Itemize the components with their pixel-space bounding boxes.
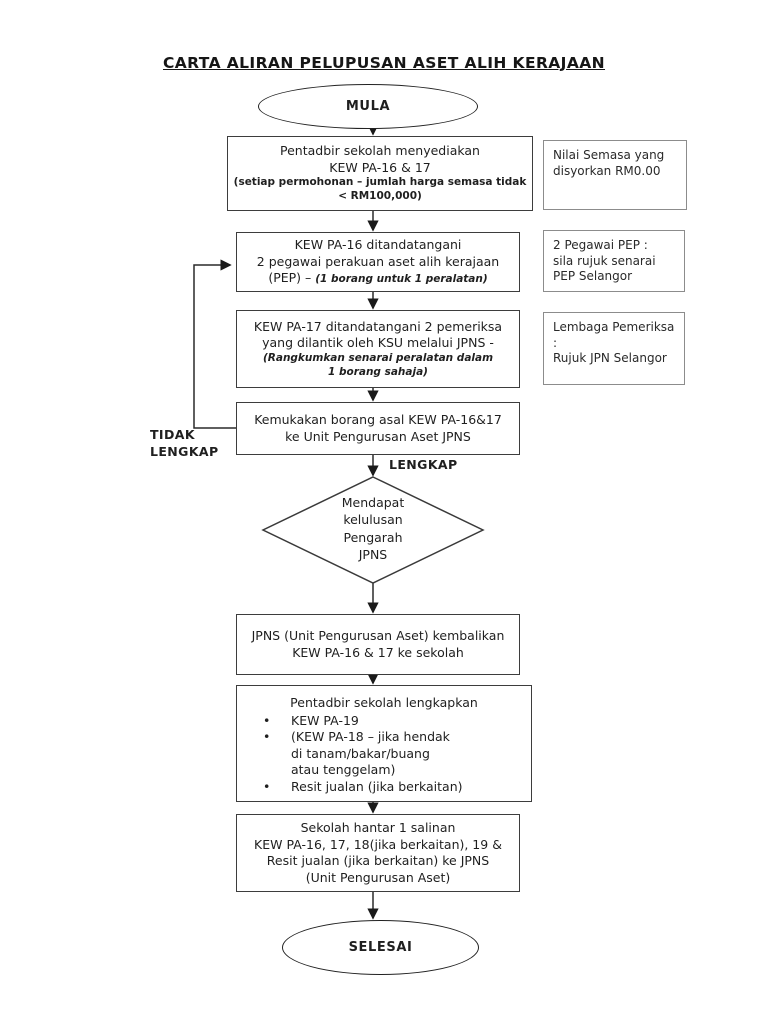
process-box-school-complete-forms: Pentadbir sekolah lengkapkan KEW PA-19 (… bbox=[236, 685, 532, 802]
text-line: (Unit Pengurusan Aset) bbox=[305, 869, 451, 885]
start-terminator: MULA bbox=[258, 84, 478, 129]
process-box-kewpa17-signed: KEW PA-17 ditandatangani 2 pemeriksa yan… bbox=[236, 310, 520, 388]
text-line: Pengarah bbox=[343, 529, 403, 545]
process-box-jpns-return-forms: JPNS (Unit Pengurusan Aset) kembalikan K… bbox=[236, 614, 520, 675]
text-line: KEW PA-16 & 17 ke sekolah bbox=[292, 644, 464, 660]
text-line: (Rangkumkan senarai peralatan dalam bbox=[262, 351, 494, 364]
text-line: Rujuk JPN Selangor bbox=[553, 351, 667, 366]
side-note-lembaga-pemeriksa: Lembaga Pemeriksa : Rujuk JPN Selangor bbox=[543, 312, 685, 385]
text-line: Lembaga Pemeriksa : bbox=[553, 320, 675, 350]
list-item: KEW PA-19 bbox=[237, 713, 531, 730]
text-line: LENGKAP bbox=[150, 443, 219, 459]
text-line: kelulusan bbox=[343, 512, 403, 528]
side-note-nilai-semasa: Nilai Semasa yang disyorkan RM0.00 bbox=[543, 140, 687, 210]
text-line: KEW PA-16 ditandatangani bbox=[294, 237, 462, 253]
text-line: Resit jualan (jika berkaitan) bbox=[291, 778, 463, 794]
text-line: (setiap permohonan – jumlah harga semasa… bbox=[233, 176, 527, 189]
branch-label-tidak-lengkap: TIDAK LENGKAP bbox=[150, 427, 219, 461]
list-item: (KEW PA-18 – jika hendak di tanam/bakar/… bbox=[237, 729, 531, 779]
bullet-icon bbox=[263, 713, 291, 730]
decision-diamond bbox=[261, 476, 485, 584]
text-line: 2 pegawai perakuan aset alih kerajaan bbox=[256, 253, 500, 269]
text-line: JPNS bbox=[358, 546, 388, 562]
text-line: Sekolah hantar 1 salinan bbox=[300, 820, 456, 835]
text-line: KEW PA-19 bbox=[291, 712, 359, 728]
text-line: (KEW PA-18 – jika hendak bbox=[291, 729, 450, 744]
bullet-text-block: (KEW PA-18 – jika hendak di tanam/bakar/… bbox=[291, 729, 450, 779]
text-line: KEW PA-16 & 17 bbox=[329, 159, 431, 175]
text-line: Nilai Semasa yang bbox=[553, 148, 665, 162]
process-box-kewpa16-signed: KEW PA-16 ditandatangani 2 pegawai perak… bbox=[236, 232, 520, 292]
end-terminator: SELESAI bbox=[282, 920, 479, 975]
process-box-submit-forms: Kemukakan borang asal KEW PA-16&17 ke Un… bbox=[236, 402, 520, 455]
start-label: MULA bbox=[345, 99, 391, 114]
text-line: < RM100,000) bbox=[338, 190, 422, 202]
text-line: sila rujuk senarai bbox=[553, 253, 656, 268]
end-label: SELESAI bbox=[348, 940, 413, 955]
branch-label-lengkap: LENGKAP bbox=[389, 457, 458, 472]
side-note-pegawai-pep: 2 Pegawai PEP : sila rujuk senarai PEP S… bbox=[543, 230, 685, 292]
text-line: KEW PA-17 ditandatangani 2 pemeriksa bbox=[253, 318, 503, 334]
text-line: Mendapat bbox=[341, 495, 405, 510]
text-segment: (PEP) – bbox=[268, 270, 316, 286]
text-line: PEP Selangor bbox=[553, 269, 633, 284]
text-line: ke Unit Pengurusan Aset JPNS bbox=[285, 428, 471, 444]
process-box-school-send-copies: Sekolah hantar 1 salinan KEW PA-16, 17, … bbox=[236, 814, 520, 892]
decision-label: Mendapat kelulusan Pengarah JPNS bbox=[293, 494, 453, 563]
text-segment: (1 borang untuk 1 peralatan) bbox=[315, 273, 488, 286]
bullet-icon bbox=[263, 729, 291, 779]
list-item: Resit jualan (jika berkaitan) bbox=[237, 779, 531, 796]
text-line: Pentadbir sekolah lengkapkan bbox=[290, 695, 478, 710]
text-line: JPNS (Unit Pengurusan Aset) kembalikan bbox=[251, 628, 505, 643]
text-line: Resit jualan (jika berkaitan) ke JPNS bbox=[266, 853, 490, 868]
process-box-prepare-kewpa16-17: Pentadbir sekolah menyediakan KEW PA-16 … bbox=[227, 136, 533, 211]
text-line: atau tenggelam) bbox=[291, 762, 396, 777]
text-line: disyorkan RM0.00 bbox=[553, 163, 661, 178]
text-line: yang dilantik oleh KSU melalui JPNS - bbox=[262, 335, 494, 351]
page-title: CARTA ALIRAN PELUPUSAN ASET ALIH KERAJAA… bbox=[162, 54, 606, 72]
text-line: Pentadbir sekolah menyediakan bbox=[280, 143, 480, 159]
feedback-loop-tidak-lengkap bbox=[193, 259, 236, 429]
text-line: di tanam/bakar/buang bbox=[291, 745, 430, 761]
text-line: (PEP) – (1 borang untuk 1 peralatan) bbox=[268, 270, 487, 287]
bullet-icon bbox=[263, 779, 291, 796]
text-line: 1 borang sahaja) bbox=[328, 365, 428, 378]
text-line: TIDAK bbox=[150, 427, 195, 442]
text-line: Kemukakan borang asal KEW PA-16&17 bbox=[254, 412, 502, 427]
text-line: 2 Pegawai PEP : bbox=[553, 238, 648, 252]
text-line: KEW PA-16, 17, 18(jika berkaitan), 19 & bbox=[254, 836, 502, 852]
